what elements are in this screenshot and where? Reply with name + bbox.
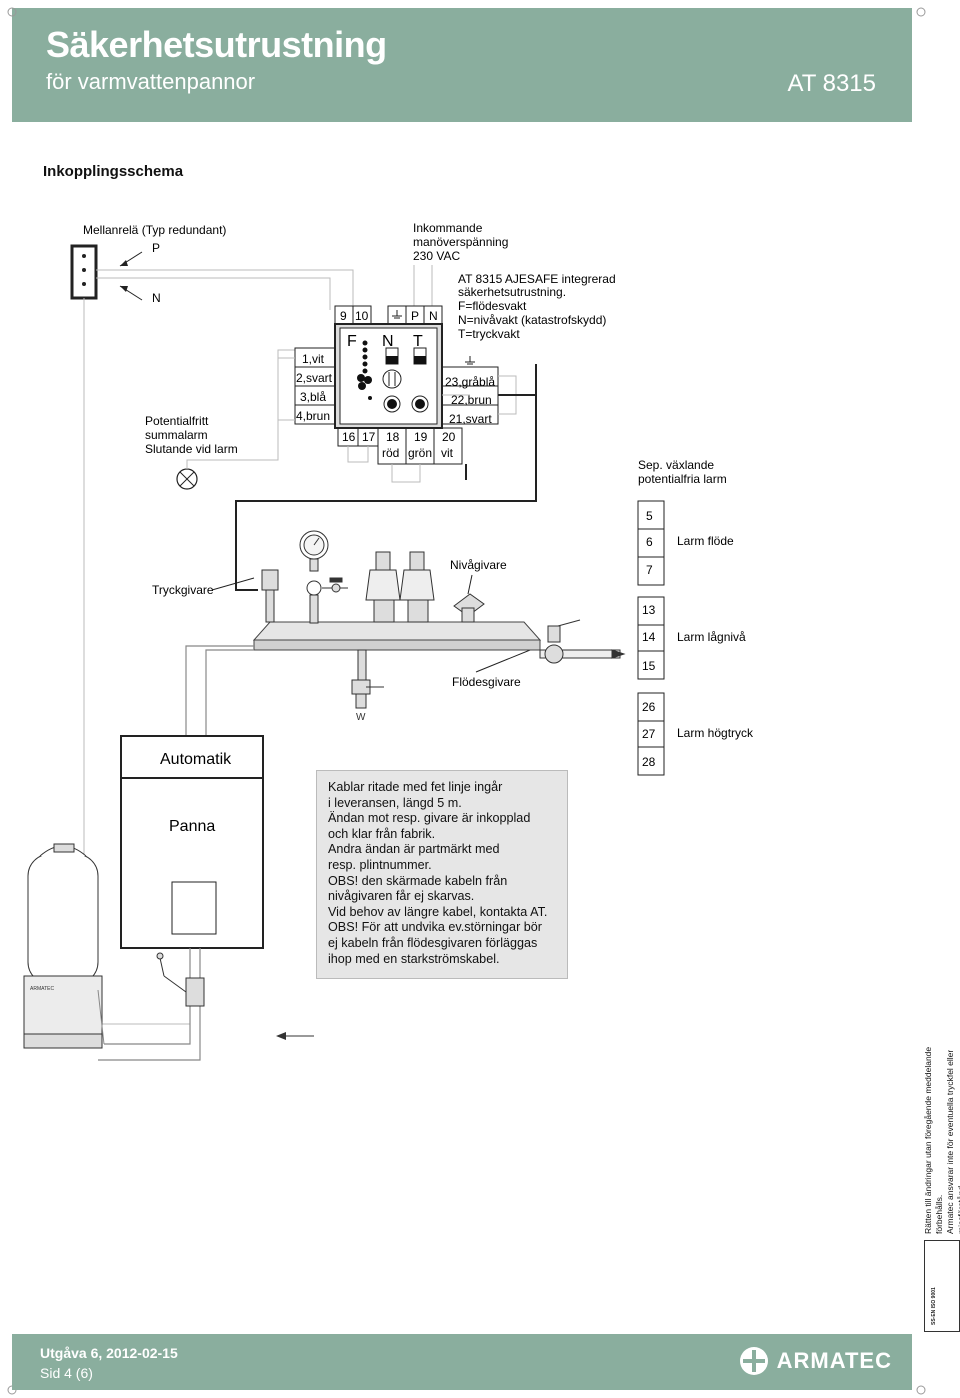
alarm-label-low: Larm lågnivå <box>677 630 746 644</box>
manifold <box>252 621 542 651</box>
alarm-num-26: 26 <box>642 700 656 714</box>
section-title: Inkopplingsschema <box>43 163 184 180</box>
label-level-sensor: Nivågivare <box>450 558 507 572</box>
indicator-leds <box>357 340 427 400</box>
bottom-terminal-18: 18 <box>386 430 400 444</box>
relay <box>70 244 143 301</box>
bottom-color-red: röd <box>382 446 399 460</box>
label-t: T <box>413 333 423 350</box>
alarm-num-5: 5 <box>646 509 653 523</box>
bottom-terminal-16: 16 <box>342 430 356 444</box>
unit-desc-3: F=flödesvakt <box>458 299 527 313</box>
alarm-num-7: 7 <box>646 563 653 577</box>
left-terminal-3: 3,blå <box>300 390 326 404</box>
page-footer: Utgåva 6, 2012-02-15 Sid 4 (6) ARMATEC <box>12 1334 912 1390</box>
relay-title: Mellanrelä (Typ redundant) <box>83 223 226 237</box>
boiler-valve-icon <box>156 952 205 1007</box>
right-terminal-23: 23,gråblå <box>445 375 495 389</box>
right-terminal-21: 21,svart <box>449 412 492 426</box>
left-terminal-2: 2,svart <box>296 371 333 385</box>
alarm-num-27: 27 <box>642 727 656 741</box>
terminal-n: N <box>429 309 438 323</box>
bottom-terminal-17: 17 <box>362 430 376 444</box>
incoming-line2: manöverspänning <box>413 235 508 249</box>
note-box: Kablar ritade med fet linje ingår i leve… <box>316 770 568 979</box>
alarm-num-28: 28 <box>642 755 656 769</box>
unit-desc-5: T=tryckvakt <box>458 327 520 341</box>
bottom-color-white: vit <box>441 446 454 460</box>
alarm-num-6: 6 <box>646 535 653 549</box>
svg-text:W: W <box>356 712 366 723</box>
bottom-terminal-20: 20 <box>442 430 456 444</box>
alarm-terminals <box>637 500 665 776</box>
boiler-body-label: Panna <box>169 818 215 835</box>
return-arrow-icon <box>276 1032 314 1040</box>
terminal-p: P <box>411 309 419 323</box>
bottom-terminal-19: 19 <box>414 430 428 444</box>
terminal-10: 10 <box>355 309 369 323</box>
page-subtitle: för varmvattenpannor <box>46 69 256 94</box>
relay-n-label: N <box>152 291 161 305</box>
certification-text: SS-EN ISO 9001 <box>931 1287 937 1325</box>
alarm-lamp-icon <box>176 468 198 490</box>
side-note: Rätten till ändringar utan föregående me… <box>923 1040 960 1234</box>
dial-knob-icon <box>382 369 402 389</box>
alarm-num-13: 13 <box>642 603 656 617</box>
sep-alarms-1: Sep. växlande <box>638 458 714 472</box>
alarm-num-14: 14 <box>642 630 656 644</box>
incoming-line3: 230 VAC <box>413 249 460 263</box>
pressure-gauge-icon <box>299 530 348 624</box>
drain-valve-icon: W <box>351 649 384 723</box>
model-number: AT 8315 <box>787 70 876 97</box>
bottom-color-green: grön <box>408 446 432 460</box>
note-text: Kablar ritade med fet linje ingår i leve… <box>328 780 548 966</box>
certification-badge: SS-EN ISO 9001 <box>924 1240 960 1332</box>
brand-logo: ARMATEC <box>739 1346 892 1376</box>
label-flow-sensor: Flödesgivare <box>452 675 521 689</box>
alarm-num-15: 15 <box>642 659 656 673</box>
brand-name: ARMATEC <box>776 1348 892 1373</box>
summalarm-line3: Slutande vid larm <box>145 442 238 456</box>
page-title: Säkerhetsutrustning <box>46 24 387 65</box>
sep-alarms-2: potentialfria larm <box>638 472 727 486</box>
safety-valve-icon <box>365 551 435 623</box>
side-note-text: Rätten till ändringar utan föregående me… <box>923 1046 960 1234</box>
pressure-sensor-icon <box>261 569 279 623</box>
level-sensor-icon <box>453 593 485 623</box>
left-terminal-1: 1,vit <box>302 352 325 366</box>
boiler-top-label: Automatik <box>160 751 232 768</box>
page-number: Sid 4 (6) <box>40 1365 93 1381</box>
ground-icon <box>392 310 475 365</box>
left-terminal-4: 4,brun <box>296 409 330 423</box>
alarm-label-flow: Larm flöde <box>677 534 734 548</box>
label-n: N <box>382 333 394 350</box>
relay-p-label: P <box>152 241 160 255</box>
expansion-tank-icon: ARMATEC <box>23 843 103 1049</box>
right-terminal-22: 22,brun <box>451 393 492 407</box>
summalarm-line2: summalarm <box>145 428 208 442</box>
unit-desc-1: AT 8315 AJESAFE integrerad <box>458 272 616 286</box>
boiler <box>120 735 264 949</box>
label-f: F <box>347 333 357 350</box>
alarm-label-high: Larm högtryck <box>677 726 754 740</box>
flow-sensor-icon <box>539 619 626 664</box>
terminal-9: 9 <box>340 309 347 323</box>
unit-desc-4: N=nivåvakt (katastrofskydd) <box>458 313 606 327</box>
heavy-cables <box>235 364 537 591</box>
crop-marks <box>7 7 926 1395</box>
button-icon <box>383 395 429 413</box>
incoming-line1: Inkommande <box>413 221 483 235</box>
label-pressure-sensor: Tryckgivare <box>152 583 214 597</box>
summalarm-line1: Potentialfritt <box>145 414 209 428</box>
unit-desc-2: säkerhetsutrustning. <box>458 285 566 299</box>
page-header: Säkerhetsutrustning för varmvattenpannor… <box>12 8 912 122</box>
svg-text:ARMATEC: ARMATEC <box>30 986 54 992</box>
armatec-logo-icon <box>739 1347 768 1375</box>
lamp-wire <box>186 349 295 469</box>
edition: Utgåva 6, 2012-02-15 <box>40 1345 178 1361</box>
